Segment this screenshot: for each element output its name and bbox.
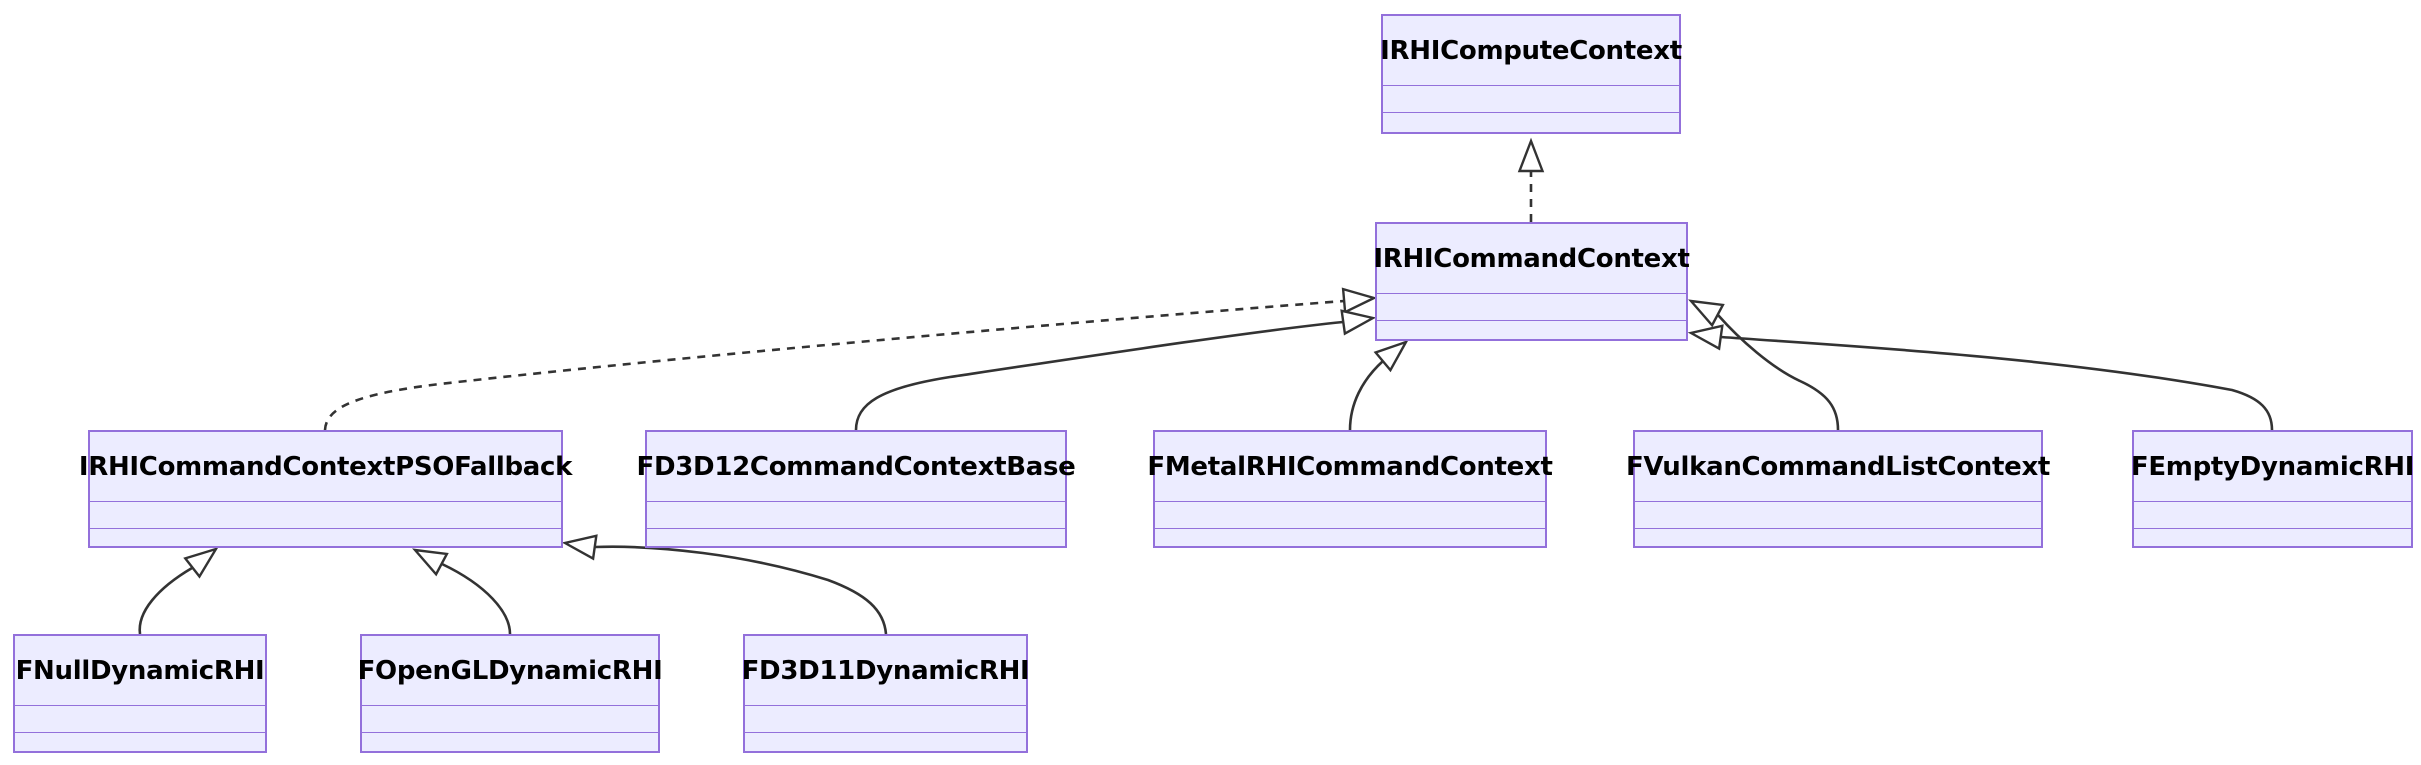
class-node-IRHIComputeContext: IRHIComputeContext — [1380, 14, 1682, 134]
class-node-FVulkanCommandListContext: FVulkanCommandListContext — [1626, 430, 2050, 548]
methods-compartment — [15, 733, 265, 751]
class-name-label: FD3D11DynamicRHI — [742, 636, 1030, 706]
fields-compartment — [362, 706, 658, 733]
class-node-IRHICommandContextPSOFallback: IRHICommandContextPSOFallback — [79, 430, 572, 548]
methods-compartment — [1377, 321, 1686, 339]
hollow-triangle-arrowhead-icon — [1517, 137, 1545, 173]
class-node-FOpenGLDynamicRHI: FOpenGLDynamicRHI — [358, 634, 663, 753]
class-name-label: FD3D12CommandContextBase — [637, 432, 1076, 502]
class-name-label: IRHICommandContextPSOFallback — [79, 432, 572, 502]
fields-compartment — [15, 706, 265, 733]
methods-compartment — [362, 733, 658, 751]
class-name-label: IRHIComputeContext — [1380, 16, 1682, 86]
hollow-triangle-arrowhead-icon — [412, 548, 449, 577]
methods-compartment — [90, 529, 561, 546]
class-name-label: FVulkanCommandListContext — [1626, 432, 2050, 502]
hollow-triangle-arrowhead-icon — [183, 546, 219, 579]
class-node-FD3D12CommandContextBase: FD3D12CommandContextBase — [637, 430, 1076, 548]
methods-compartment — [1635, 529, 2041, 546]
class-name-label: FMetalRHICommandContext — [1147, 432, 1553, 502]
hollow-triangle-arrowhead-icon — [561, 534, 598, 561]
class-name-label: FEmptyDynamicRHI — [2131, 432, 2414, 502]
fields-compartment — [1635, 502, 2041, 529]
edge-FD3D12CommandContextBase-inherits-IRHICommandContext — [854, 320, 1344, 431]
class-node-IRHICommandContext: IRHICommandContext — [1373, 222, 1690, 341]
class-node-FMetalRHICommandContext: FMetalRHICommandContext — [1147, 430, 1553, 548]
fields-compartment — [1383, 86, 1679, 113]
hollow-triangle-arrowhead-icon — [1687, 324, 1724, 351]
edge-FOpenGLDynamicRHI-inherits-IRHICommandContextPSOFallback — [441, 562, 512, 635]
fields-compartment — [2134, 502, 2411, 529]
methods-compartment — [647, 529, 1065, 546]
edge-FMetalRHICommandContext-inherits-IRHICommandContext — [1348, 360, 1384, 431]
methods-compartment — [745, 733, 1026, 751]
fields-compartment — [647, 502, 1065, 529]
fields-compartment — [1377, 294, 1686, 321]
class-name-label: IRHICommandContext — [1373, 224, 1690, 294]
class-name-label: FNullDynamicRHI — [15, 636, 265, 706]
fields-compartment — [745, 706, 1026, 733]
methods-compartment — [1155, 529, 1545, 546]
class-node-FNullDynamicRHI: FNullDynamicRHI — [13, 634, 267, 753]
edge-FEmptyDynamicRHI-inherits-IRHICommandContext — [1720, 335, 2274, 431]
fields-compartment — [90, 502, 561, 529]
edge-FD3D11DynamicRHI-inherits-IRHICommandContextPSOFallback — [594, 545, 888, 635]
methods-compartment — [2134, 529, 2411, 546]
edge-FVulkanCommandListContext-inherits-IRHICommandContext — [1717, 314, 1840, 431]
hollow-triangle-arrowhead-icon — [1688, 299, 1725, 328]
hollow-triangle-arrowhead-icon — [1373, 339, 1409, 373]
hollow-triangle-arrowhead-icon — [1340, 309, 1377, 336]
methods-compartment — [1383, 113, 1679, 132]
edge-IRHICommandContextPSOFallback-inherits-IRHICommandContext — [323, 299, 1345, 431]
hollow-triangle-arrowhead-icon — [1341, 287, 1378, 314]
fields-compartment — [1155, 502, 1545, 529]
class-node-FD3D11DynamicRHI: FD3D11DynamicRHI — [742, 634, 1030, 753]
edge-FNullDynamicRHI-inherits-IRHICommandContextPSOFallback — [138, 566, 193, 635]
class-name-label: FOpenGLDynamicRHI — [358, 636, 663, 706]
class-node-FEmptyDynamicRHI: FEmptyDynamicRHI — [2131, 430, 2414, 548]
